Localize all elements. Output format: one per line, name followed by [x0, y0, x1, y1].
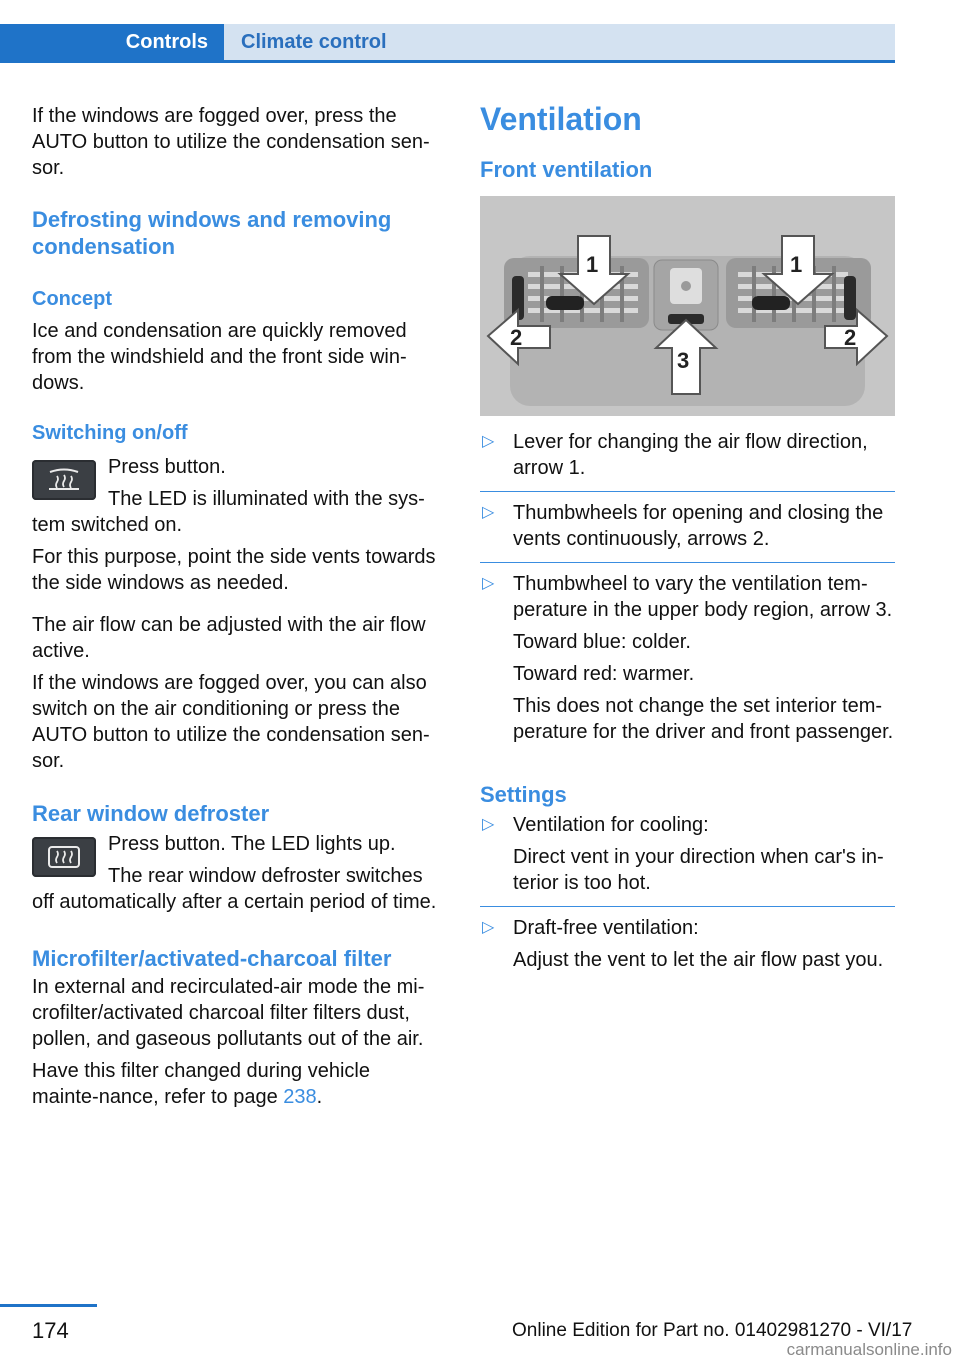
tab-climate-control: Climate control [224, 24, 895, 60]
list-item-text: Ventilation for cooling: [513, 814, 709, 836]
right-column: Ventilation Front ventilation [480, 100, 895, 973]
rear-press-text: Press button. The LED lights up. [108, 833, 396, 855]
list-item-subtext: Toward red: warmer. [513, 663, 695, 685]
rear-defroster-heading: Rear window defroster [32, 801, 270, 826]
switching-led-text: The LED is illuminated with the sys-tem … [32, 488, 425, 536]
front-ventilation-heading: Front ventilation [480, 157, 653, 182]
list-item-text: Lever for changing the air flow directio… [513, 431, 868, 479]
list-item: ▷ Thumbwheels for opening and closing th… [480, 492, 895, 563]
intro-paragraph: If the windows are fogged over, press th… [32, 105, 430, 179]
triangle-bullet-icon: ▷ [482, 816, 495, 833]
switching-press-text: Press button. [108, 456, 226, 478]
list-item-subtext: Toward blue: colder. [513, 631, 691, 653]
filter-change-label: Have this filter changed during vehicle … [32, 1060, 370, 1108]
switching-heading: Switching on/off [32, 422, 188, 444]
ventilation-heading: Ventilation [480, 101, 642, 137]
header-rule [0, 60, 895, 63]
list-item: ▷ Thumbwheel to vary the ventilation tem… [480, 563, 895, 745]
list-item: ▷ Ventilation for cooling: Direct vent i… [480, 812, 895, 907]
concept-heading: Concept [32, 288, 112, 310]
settings-list: ▷ Ventilation for cooling: Direct vent i… [480, 812, 895, 973]
figure-label-1-left: 1 [586, 252, 598, 277]
figure-label-2-left: 2 [510, 325, 522, 350]
vent-controls-list: ▷ Lever for changing the air flow direct… [480, 429, 895, 745]
figure-label-3: 3 [677, 348, 689, 373]
rear-defrost-button-icon [32, 837, 96, 877]
front-vents-illustration: 1 1 2 2 3 [480, 196, 895, 416]
list-item-subtext: Adjust the vent to let the air flow past… [513, 949, 884, 971]
switching-vents-text: For this purpose, point the side vents t… [32, 546, 436, 594]
list-item-subtext: Direct vent in your direction when car's… [513, 846, 884, 894]
filter-change-text: Have this filter changed during vehicle … [32, 1058, 440, 1110]
concept-text: Ice and condensation are quickly removed… [32, 320, 407, 394]
settings-heading: Settings [480, 782, 567, 807]
triangle-bullet-icon: ▷ [482, 504, 495, 521]
page-number: 174 [32, 1318, 69, 1343]
list-item: ▷ Lever for changing the air flow direct… [480, 429, 895, 492]
page-238-link[interactable]: 238 [283, 1086, 317, 1108]
rear-defroster-text: The rear window defroster switches off a… [32, 865, 437, 913]
watermark-text: carmanualsonline.info [786, 1340, 952, 1359]
figure-label-2-right: 2 [844, 325, 856, 350]
figure-label-1-right: 1 [790, 252, 802, 277]
triangle-bullet-icon: ▷ [482, 575, 495, 592]
airflow-text: The air flow can be adjusted with the ai… [32, 614, 426, 662]
fogged-text: If the windows are fogged over, you can … [32, 672, 430, 772]
tab-controls: Controls [0, 24, 224, 60]
filter-text: In external and recirculated-air mode th… [32, 976, 425, 1050]
rear-defroster-block: Press button. The LED lights up. The rea… [32, 831, 440, 915]
triangle-bullet-icon: ▷ [482, 433, 495, 450]
switching-block: Press button. The LED is illuminated wit… [32, 454, 440, 538]
footer-rule [0, 1304, 97, 1307]
list-item-text: Thumbwheel to vary the ventilation tem-p… [513, 573, 893, 621]
list-item-text: Thumbwheels for opening and closing the … [513, 502, 884, 550]
list-item-text: Draft-free ventilation: [513, 917, 699, 939]
page-header: Controls Climate control [0, 0, 895, 63]
filter-heading: Microfilter/activated-charcoal filter [32, 946, 392, 971]
left-column: If the windows are fogged over, press th… [32, 100, 440, 1110]
front-defrost-button-icon [32, 460, 96, 500]
triangle-bullet-icon: ▷ [482, 919, 495, 936]
filter-change-end: . [316, 1086, 323, 1108]
defrost-heading: Defrosting windows and removing condensa… [32, 207, 392, 259]
edition-text: Online Edition for Part no. 01402981270 … [512, 1320, 913, 1341]
list-item: ▷ Draft-free ventilation: Adjust the ven… [480, 907, 895, 973]
list-item-subtext: This does not change the set interior te… [513, 695, 894, 743]
front-vents-figure: 1 1 2 2 3 [480, 196, 895, 416]
